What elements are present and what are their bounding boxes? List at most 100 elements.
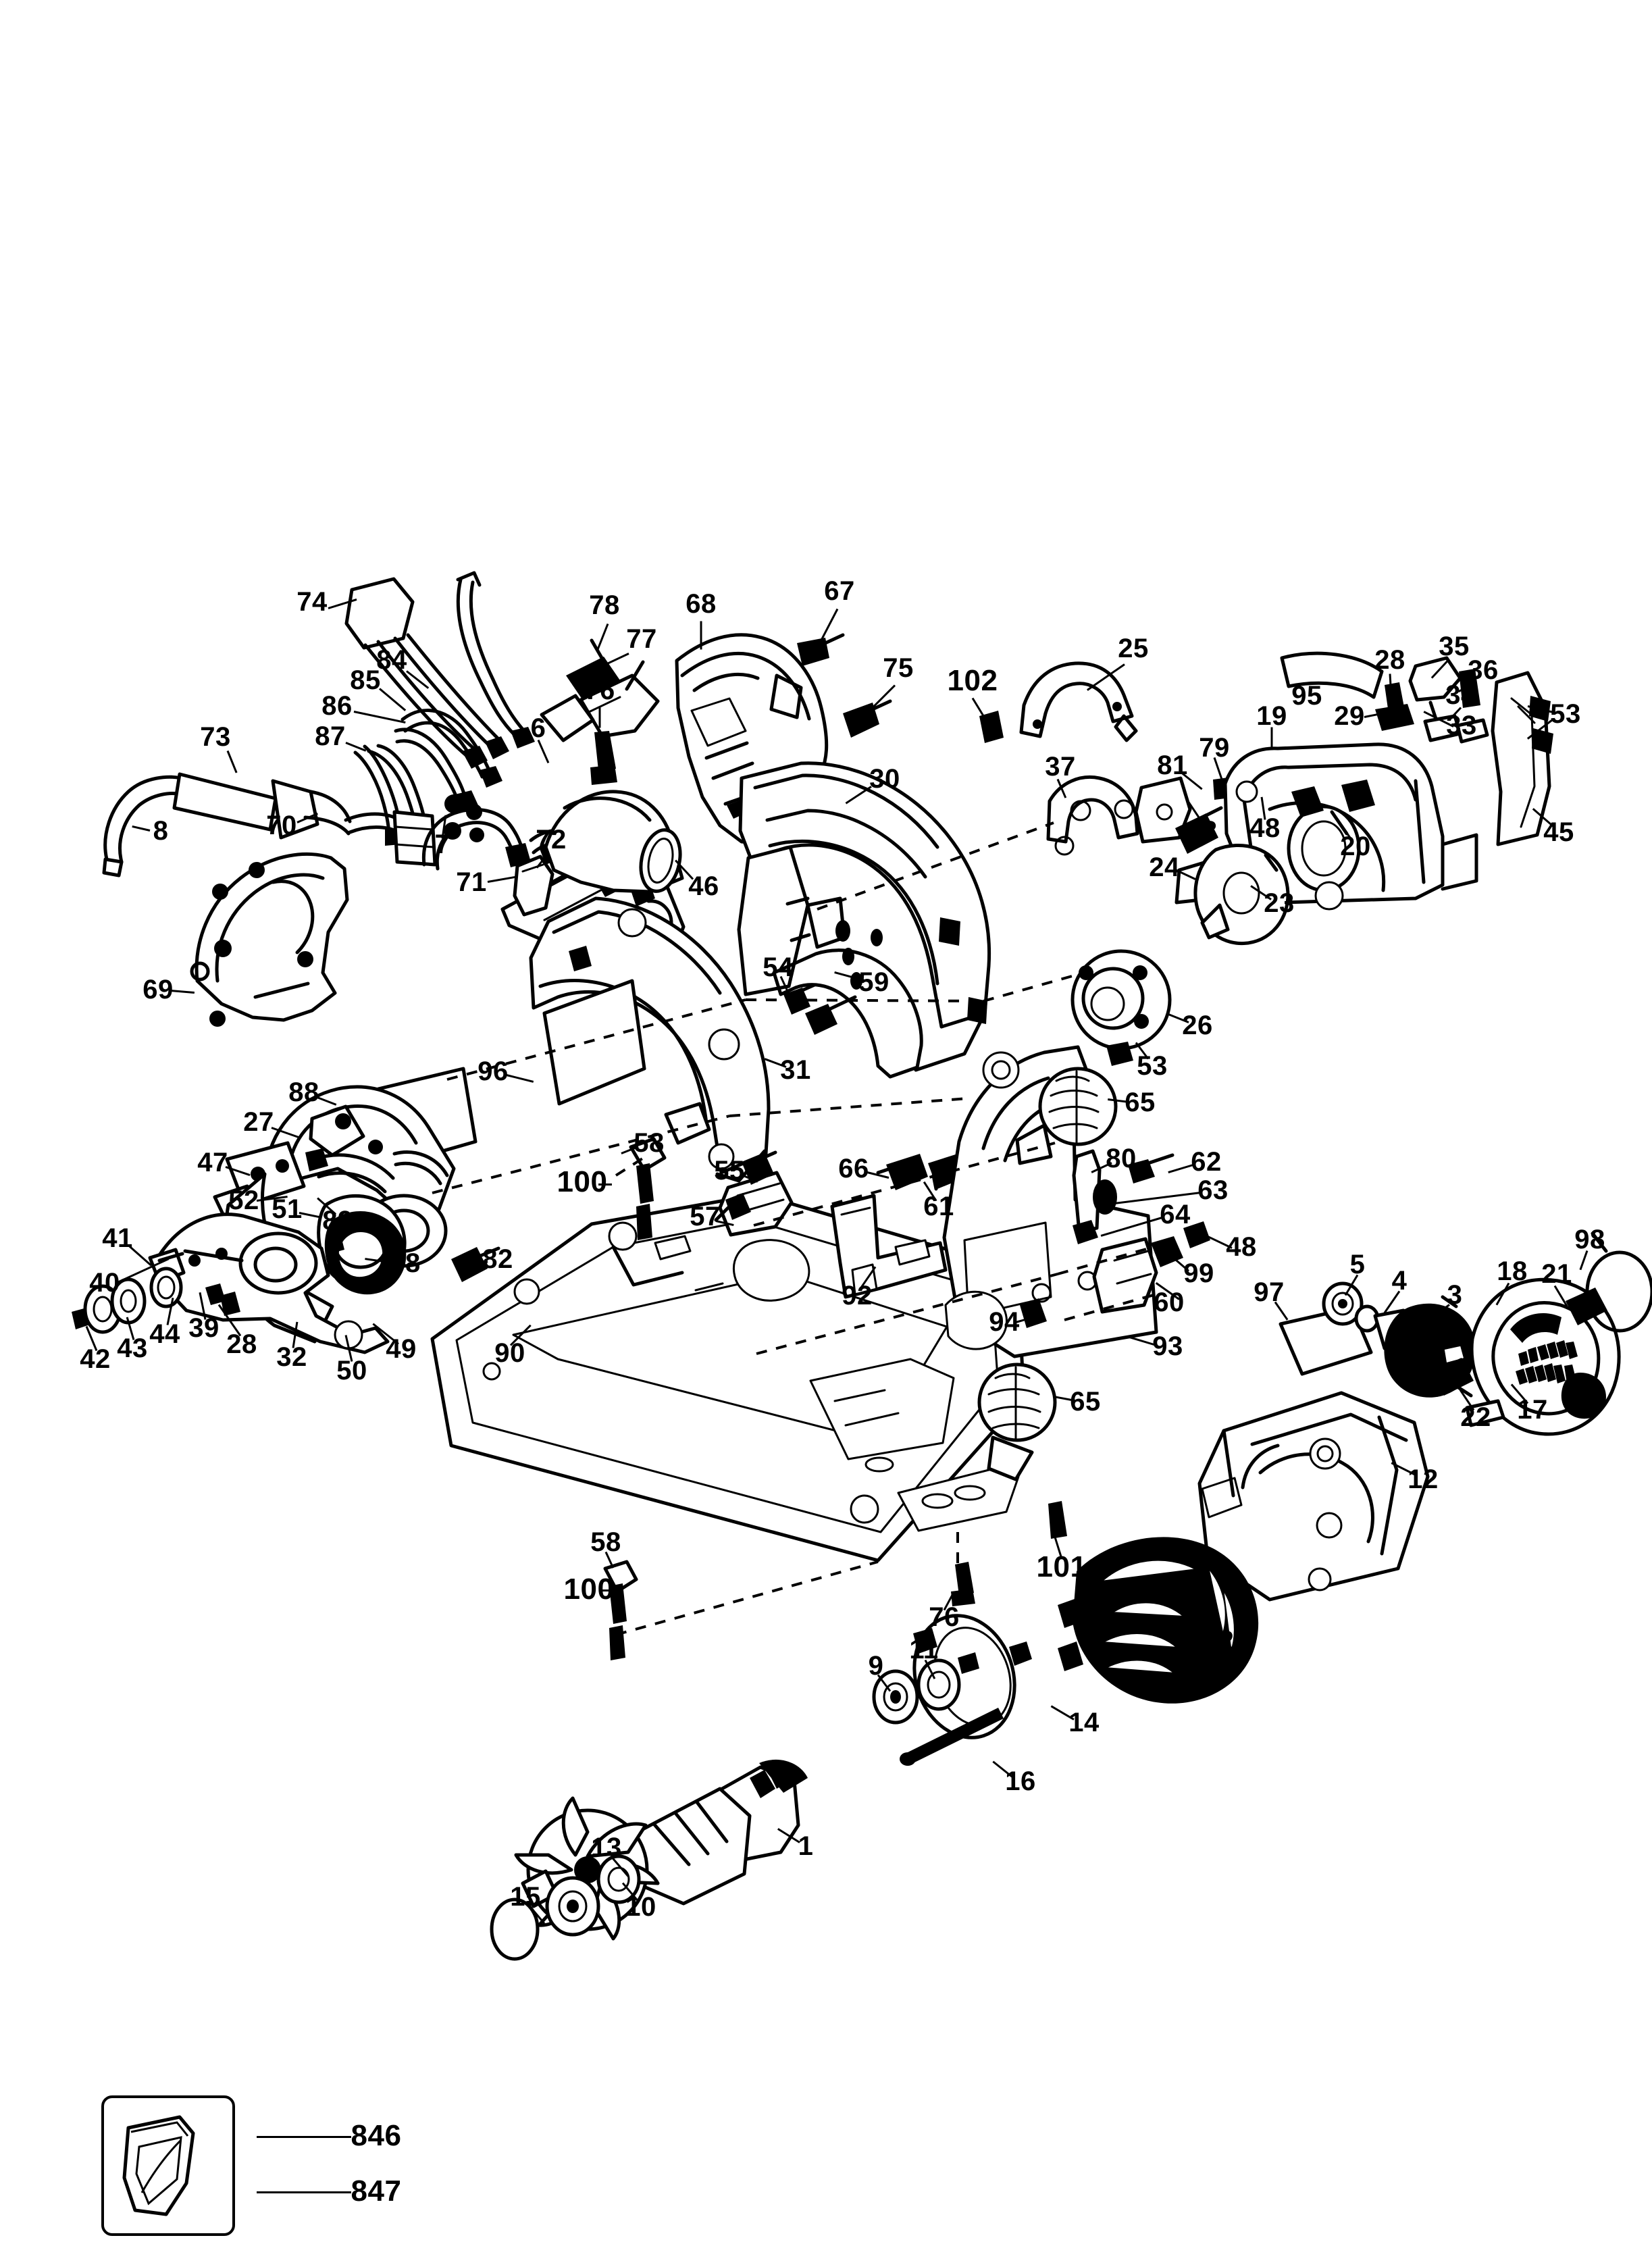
callout-846: 846 bbox=[351, 2119, 402, 2152]
callout-34: 34 bbox=[1445, 680, 1476, 710]
callout-43: 43 bbox=[117, 1333, 148, 1363]
callout-85: 85 bbox=[350, 665, 381, 695]
callout-29: 29 bbox=[1334, 701, 1365, 731]
callout-98: 98 bbox=[1574, 1225, 1605, 1254]
callout-47: 47 bbox=[197, 1148, 228, 1177]
callout-35: 35 bbox=[1439, 632, 1470, 661]
part-92-bracket bbox=[830, 1194, 948, 1299]
assembly-alignment-lines bbox=[432, 821, 1157, 1636]
callout-83: 83 bbox=[1187, 816, 1218, 846]
part-60-99-48 bbox=[1092, 1221, 1210, 1314]
callout-54: 54 bbox=[763, 952, 794, 982]
callout-82: 82 bbox=[482, 1244, 513, 1274]
part-37-bracket bbox=[1046, 775, 1139, 856]
part-73-8-handle-rod bbox=[102, 772, 484, 877]
callout-61: 61 bbox=[923, 1192, 954, 1221]
part-46-dust-elbow bbox=[544, 790, 684, 894]
callout-100: 100 bbox=[563, 1573, 615, 1606]
part-26-flange bbox=[1070, 949, 1172, 1066]
callout-93: 93 bbox=[1152, 1331, 1183, 1361]
part-58-100-bolt-upper bbox=[629, 1137, 667, 1240]
callout-52: 52 bbox=[228, 1186, 259, 1215]
part-65-knob-lower bbox=[977, 1362, 1057, 1481]
callout-20: 20 bbox=[1340, 832, 1371, 861]
callout-22: 22 bbox=[1460, 1402, 1491, 1432]
callout-51: 51 bbox=[272, 1194, 303, 1224]
callout-70: 70 bbox=[266, 811, 297, 840]
callout-45: 45 bbox=[1543, 817, 1574, 847]
callout-32: 32 bbox=[276, 1342, 307, 1372]
callout-49: 49 bbox=[386, 1334, 417, 1364]
callout-48: 48 bbox=[1226, 1232, 1257, 1262]
callout-18: 18 bbox=[1497, 1256, 1528, 1286]
callout-57: 57 bbox=[690, 1202, 721, 1231]
part-84-lead-wire bbox=[456, 571, 535, 748]
part-35-34-36-33-cluster bbox=[1408, 656, 1489, 744]
part-90-base-plate bbox=[430, 1192, 1026, 1562]
callout-12: 12 bbox=[1408, 1464, 1439, 1494]
callout-17: 17 bbox=[1517, 1395, 1548, 1425]
callout-69: 69 bbox=[143, 975, 174, 1004]
callout-90: 90 bbox=[494, 1338, 525, 1368]
callout-28: 28 bbox=[226, 1329, 257, 1359]
part-16-rod bbox=[900, 1708, 1004, 1766]
callout-6: 6 bbox=[530, 713, 546, 743]
callout-72: 72 bbox=[536, 825, 567, 855]
callout-11: 11 bbox=[909, 1635, 939, 1664]
callout-847: 847 bbox=[351, 2174, 402, 2208]
callout-88: 88 bbox=[288, 1077, 319, 1107]
callout-100: 100 bbox=[557, 1165, 608, 1198]
part-67-screw bbox=[797, 633, 845, 666]
callout-75: 75 bbox=[883, 653, 914, 683]
part-74-brush-lead bbox=[344, 577, 509, 769]
callout-39: 39 bbox=[188, 1313, 220, 1343]
callout-46: 46 bbox=[688, 871, 719, 901]
callout-73: 73 bbox=[200, 722, 231, 752]
callout-15: 15 bbox=[510, 1882, 541, 1912]
callout-1: 1 bbox=[798, 1831, 814, 1861]
callout-25: 25 bbox=[1118, 634, 1149, 663]
part-54-59-screws bbox=[783, 983, 857, 1035]
callout-30: 30 bbox=[869, 764, 900, 794]
part-18-17-field bbox=[1426, 1231, 1652, 1436]
callout-67: 67 bbox=[824, 576, 855, 606]
callout-78: 78 bbox=[589, 590, 620, 620]
callout-4: 4 bbox=[1391, 1266, 1408, 1296]
callout-65: 65 bbox=[1070, 1387, 1101, 1417]
part-24-23-knob bbox=[1175, 844, 1290, 946]
callout-71: 71 bbox=[456, 867, 487, 897]
callout-77: 77 bbox=[626, 624, 657, 654]
callout-16: 16 bbox=[1005, 1766, 1036, 1796]
part-13-10-15 bbox=[490, 1854, 641, 1961]
callout-58: 58 bbox=[634, 1128, 665, 1158]
callout-96: 96 bbox=[477, 1056, 509, 1086]
callout-92: 92 bbox=[842, 1281, 873, 1310]
callout-65: 65 bbox=[1125, 1088, 1156, 1117]
callout-23: 23 bbox=[1264, 888, 1295, 918]
callout-76: 76 bbox=[584, 676, 615, 705]
callout-19: 19 bbox=[1256, 701, 1287, 731]
part-30-upper-guard bbox=[737, 761, 991, 1079]
callout-7: 7 bbox=[434, 830, 450, 859]
callout-64: 64 bbox=[1160, 1200, 1191, 1229]
callout-42: 42 bbox=[80, 1344, 111, 1374]
parts-bag-icon bbox=[122, 2115, 195, 2216]
leader-line bbox=[598, 1183, 612, 1186]
callout-26: 26 bbox=[1182, 1011, 1213, 1040]
callout-53: 53 bbox=[1137, 1051, 1168, 1081]
part-57-screw bbox=[714, 1193, 751, 1222]
part-28-29-screw bbox=[1375, 682, 1414, 731]
callout-89: 89 bbox=[322, 1206, 353, 1236]
callout-62: 62 bbox=[1191, 1147, 1222, 1177]
callout-86: 86 bbox=[321, 691, 353, 721]
callout-31: 31 bbox=[780, 1055, 811, 1085]
accessory-kit-box bbox=[101, 2095, 235, 2236]
callout-50: 50 bbox=[336, 1356, 367, 1385]
part-12-motor-housing bbox=[1197, 1391, 1430, 1602]
callout-24: 24 bbox=[1149, 852, 1180, 882]
callout-28: 28 bbox=[1374, 645, 1405, 675]
part-42-43-44-knob bbox=[72, 1267, 183, 1334]
callout-63: 63 bbox=[1197, 1175, 1229, 1205]
